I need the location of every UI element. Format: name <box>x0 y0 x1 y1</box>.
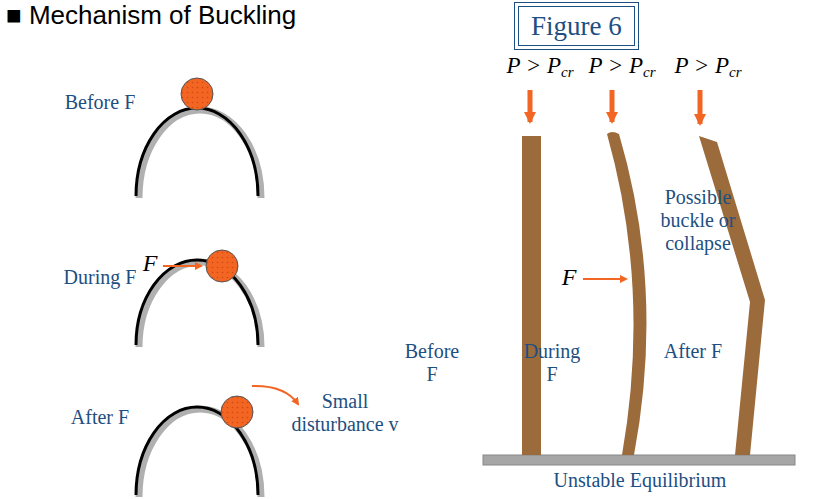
load-label: P > Pcr <box>663 54 753 84</box>
equilibrium-label: Unstable Equilibrium <box>540 469 740 492</box>
figure-box: Figure 6 <box>514 2 639 50</box>
force-arrow <box>583 278 626 280</box>
collapse-note: Possible buckle or collapse <box>658 186 738 255</box>
force-arrow <box>163 265 201 267</box>
load-label: P > Pcr <box>495 54 585 84</box>
state-label: After F <box>60 406 140 429</box>
state-label: Before F <box>60 91 140 114</box>
disturbance-label: Small disturbance v <box>290 390 400 436</box>
load-label: P > Pcr <box>577 54 667 84</box>
state-label: After F <box>658 340 728 363</box>
straight-column <box>522 136 541 455</box>
disturbance-arrow <box>252 386 298 404</box>
figure-label: Figure 6 <box>518 6 635 46</box>
ground <box>483 455 795 465</box>
state-label: Before F <box>397 340 467 386</box>
state-label: During F <box>60 266 140 289</box>
balls <box>181 78 253 428</box>
load-arrows <box>530 90 700 124</box>
force-label: F <box>554 266 584 289</box>
buckled-column <box>699 136 765 455</box>
bent-column <box>607 132 646 455</box>
slide-title: ■ Mechanism of Buckling <box>6 0 296 30</box>
force-label: F <box>135 252 165 275</box>
state-label: During F <box>517 340 587 386</box>
hill-arcs <box>136 108 261 497</box>
